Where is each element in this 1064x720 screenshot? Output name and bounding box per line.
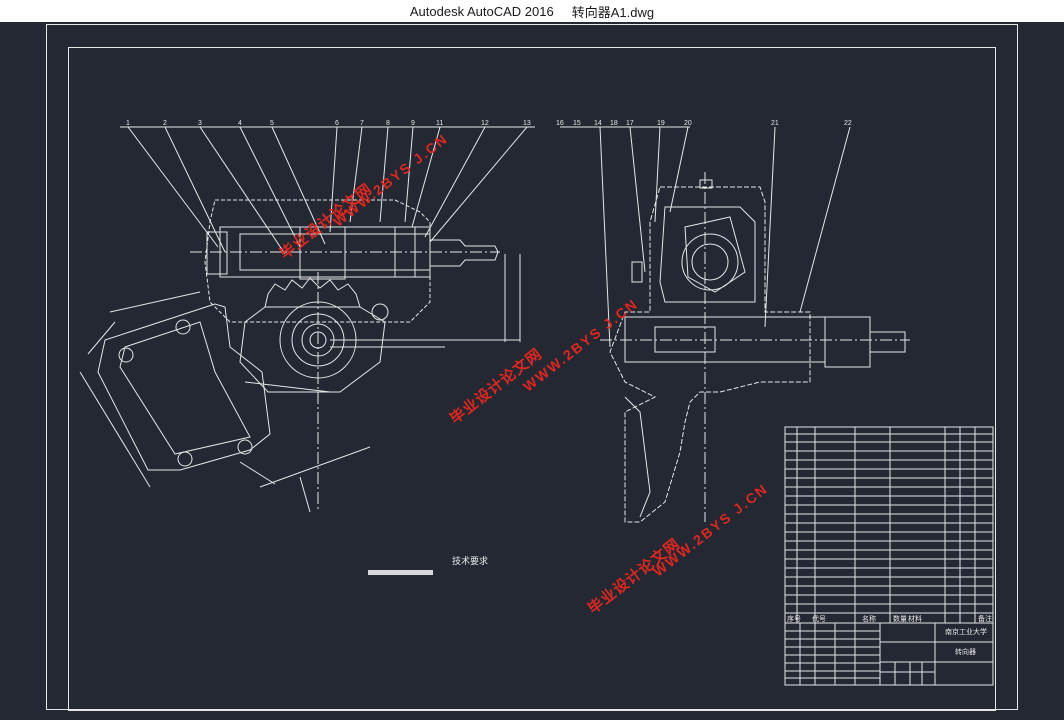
cad-geometry: 1 2 3 4 5 6 7 8 9 11 12 13 16 15 14 18 1… [79, 120, 994, 686]
file-title: 转向器A1.dwg [571, 4, 655, 20]
leader-20: 20 [684, 120, 692, 127]
title-block-school: 南京工业大学 [945, 629, 987, 636]
leader-14: 14 [594, 120, 602, 127]
leader-5: 5 [270, 120, 274, 127]
leader-3: 3 [198, 120, 202, 127]
leader-7: 7 [360, 120, 364, 127]
leader-17: 17 [626, 120, 634, 127]
leader-4: 4 [238, 120, 242, 127]
sheet-border [46, 24, 1018, 710]
leader-2: 2 [163, 120, 167, 127]
leader-15: 15 [573, 120, 581, 127]
bom-header-material: 材料 [908, 616, 922, 623]
bom-header-note: 备注 [978, 616, 992, 623]
leader-22: 22 [844, 120, 852, 127]
app-title: Autodesk AutoCAD 2016 [409, 3, 554, 19]
leader-6: 6 [335, 120, 339, 127]
leader-1: 1 [126, 120, 130, 127]
leader-21: 21 [771, 120, 779, 127]
bom-header-qty: 数量 [893, 616, 907, 623]
bom-header-no: 序号 [787, 616, 801, 623]
window-titlebar: Autodesk AutoCAD 2016 转向器A1.dwg [0, 0, 1064, 22]
bom-header-code: 代号 [812, 616, 826, 623]
leader-13: 13 [523, 120, 531, 127]
leader-19: 19 [657, 120, 665, 127]
leader-11: 11 [436, 120, 443, 127]
tech-requirements-title: 技术要求 [452, 556, 489, 566]
title-block-drawing-name: 转向器 [955, 649, 976, 656]
drawing-frame [68, 47, 996, 711]
leader-12: 12 [481, 120, 489, 127]
leader-8: 8 [386, 120, 390, 127]
drawing-canvas[interactable]: 1 2 3 4 5 6 7 8 9 11 12 13 16 15 14 18 1… [0, 22, 1064, 720]
leader-16: 16 [556, 120, 564, 127]
leader-9: 9 [411, 120, 415, 127]
leader-18: 18 [610, 120, 618, 127]
bom-header-name: 名称 [862, 616, 876, 623]
